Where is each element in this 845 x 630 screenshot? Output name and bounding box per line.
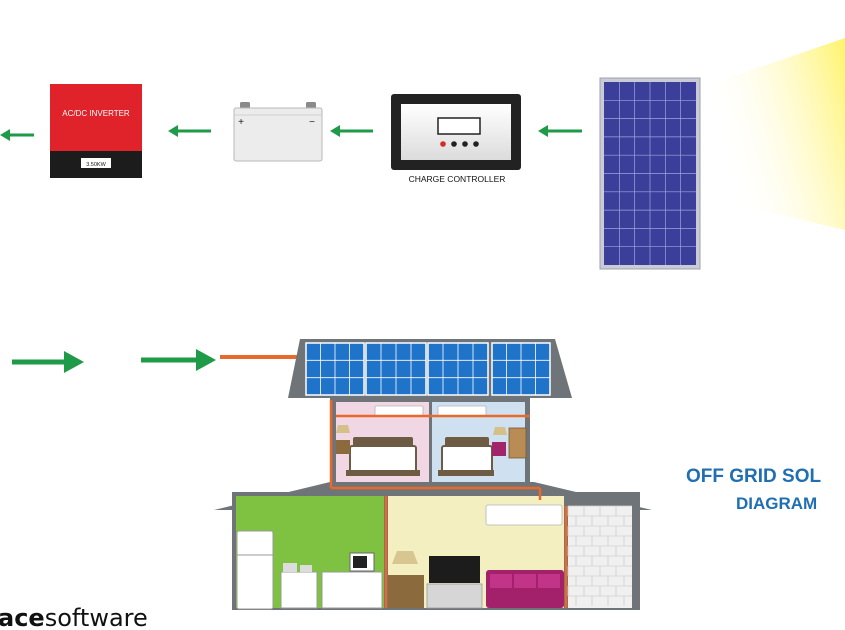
inverter-label: AC/DC INVERTER (62, 109, 130, 118)
charge-controller-icon (391, 94, 521, 170)
solar-panel-icon (599, 77, 701, 270)
flow-arrow-icon (538, 125, 582, 137)
flow-arrow-icon (0, 129, 34, 141)
lamp-icon (388, 551, 424, 608)
battery-minus-label: − (309, 117, 315, 128)
dresser (508, 427, 527, 459)
fridge-icon (236, 530, 274, 610)
battery-icon (233, 102, 323, 162)
sofa-icon (486, 570, 564, 608)
brand-bold: ace (0, 604, 45, 630)
sun-beam (708, 38, 845, 230)
lamp-icon (336, 425, 507, 456)
bed-icon (438, 437, 494, 476)
kitchen-counter (321, 571, 383, 609)
diagram-subtitle: DIAGRAM (736, 494, 818, 513)
inverter-rating: 3.50KW (86, 162, 106, 168)
brand-regular: software (45, 604, 148, 630)
flow-arrow-icon (141, 349, 216, 371)
air-conditioner-icon (374, 405, 487, 417)
charge-controller-label: CHARGE CONTROLLER (409, 174, 506, 184)
stove-icon (280, 563, 318, 609)
flow-arrow-icon (168, 125, 211, 137)
flow-arrow-icon (330, 125, 373, 137)
battery-plus-label: + (238, 117, 244, 128)
house-icon (214, 339, 652, 610)
tv-icon (426, 556, 483, 609)
flow-arrow-icon (12, 351, 84, 373)
diagram-title: OFF GRID SOL (686, 466, 822, 487)
inverter-icon (50, 84, 142, 178)
brand-logo: acesoftware (0, 604, 148, 630)
bed-icon (346, 437, 420, 476)
air-conditioner-icon (485, 504, 563, 526)
microwave-icon (349, 552, 375, 572)
